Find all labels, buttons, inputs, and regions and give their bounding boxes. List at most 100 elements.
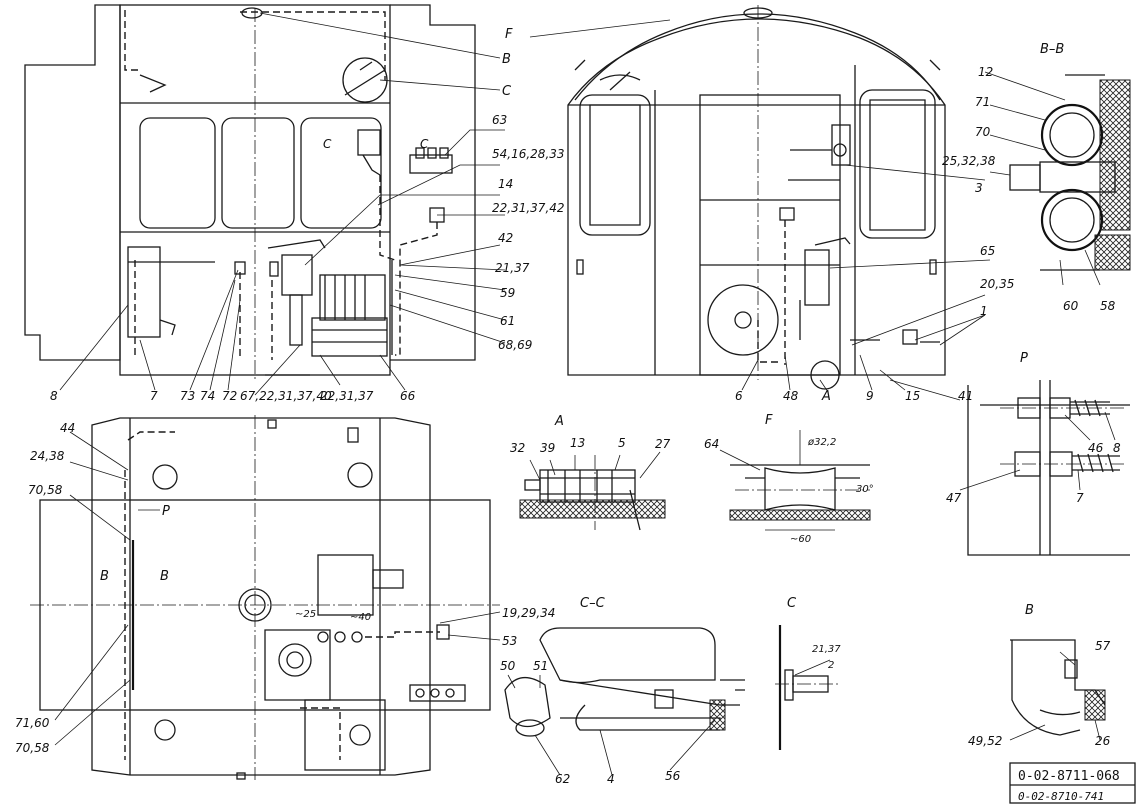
stamp-secondary: 0-02-8710-741	[1018, 790, 1104, 803]
detail-b	[1010, 639, 1106, 736]
view-cab-front	[567, 5, 946, 390]
label: 58	[1100, 299, 1116, 313]
view-floor-plan	[30, 415, 500, 780]
label: 73	[180, 389, 195, 403]
label: 25,32,38	[942, 154, 996, 168]
label: 57	[1095, 639, 1111, 653]
label: 1	[980, 304, 988, 318]
label: 65	[980, 244, 995, 258]
label: 26	[1095, 734, 1111, 748]
label: 67,22,31,37,40	[240, 389, 332, 403]
label: B	[1025, 603, 1034, 618]
label: C	[787, 596, 797, 611]
label: A	[821, 389, 831, 404]
labels-top-center: F 3 65 20,35 1 41 15 9 A 48 6	[505, 27, 1014, 404]
label: 13	[570, 436, 585, 450]
label: 32	[510, 441, 525, 455]
label: 74	[200, 389, 215, 403]
label: 6	[735, 389, 743, 403]
labels-view-p: P 46 8 47 7	[946, 351, 1121, 505]
dimension: 30°	[856, 484, 874, 495]
label: C	[502, 84, 512, 99]
label: 7	[1076, 491, 1084, 505]
label: 22,31,37	[320, 389, 374, 403]
label: 27	[655, 437, 671, 451]
label: 49,52	[968, 734, 1002, 748]
view-c	[775, 625, 840, 750]
stamp-box	[1009, 762, 1136, 804]
label: 4	[607, 772, 615, 786]
label: 59	[500, 286, 515, 300]
labels-detail-a: A 32 39 13 5 27	[510, 414, 671, 455]
label: B	[100, 569, 109, 584]
label: 62	[555, 772, 570, 786]
label: 44	[60, 421, 75, 435]
section-bb	[1009, 74, 1131, 271]
detail-f	[729, 430, 871, 531]
label: 70,58	[15, 741, 50, 755]
label: 8	[50, 389, 58, 403]
label: P	[162, 504, 170, 519]
labels-top-left: B C 63 54,16,28,33 14 22,31,37,42 42 21,…	[50, 52, 565, 403]
label: 2	[828, 660, 834, 671]
dimension: ~25	[295, 609, 316, 620]
label: 21,37	[495, 261, 530, 275]
dimension: ~40	[350, 612, 371, 623]
stamp-text: 0-02-8711-068 0-02-8710-741	[1018, 769, 1120, 803]
view-p	[967, 380, 1130, 556]
dimension: ø32,2	[807, 437, 836, 448]
label: 51	[533, 659, 548, 673]
label: 71	[975, 95, 990, 109]
label: 60	[1063, 299, 1079, 313]
labels-floor-plan: 44 24,38 70,58 P B B 19,29,34 53 71,60 7…	[15, 421, 555, 755]
labels-detail-b: B 57 49,52 26	[968, 603, 1111, 748]
label: 70	[975, 125, 991, 139]
label: P	[1020, 351, 1028, 366]
label: 41	[958, 389, 973, 403]
label: 72	[222, 389, 237, 403]
label: 54,16,28,33	[492, 147, 565, 161]
label: 39	[540, 441, 555, 455]
labels-section-bb: B–B 12 71 70 25,32,38 60 58	[942, 42, 1116, 313]
label: 3	[975, 181, 983, 195]
label: 8	[1113, 441, 1121, 455]
label: 9	[866, 389, 874, 403]
label: 19,29,34	[502, 606, 555, 620]
label: 15	[905, 389, 920, 403]
label: B	[160, 569, 169, 584]
label: 70,58	[28, 483, 63, 497]
detail-a	[519, 455, 666, 531]
section-mark: C	[323, 137, 332, 151]
label: 68,69	[498, 338, 532, 352]
label: 24,38	[30, 449, 65, 463]
label: 66	[400, 389, 416, 403]
label: 42	[498, 231, 513, 245]
label: F	[765, 413, 773, 428]
label: C–C	[580, 596, 606, 611]
label: 50	[500, 659, 516, 673]
label: 46	[1088, 441, 1104, 455]
labels-view-c: C 21,37 2	[787, 596, 841, 671]
label: B	[502, 52, 511, 67]
label: 14	[498, 177, 513, 191]
labels-detail-f: F 64 ø32,2 30° ~60	[704, 413, 874, 545]
label: B–B	[1040, 42, 1064, 57]
dimension: ~60	[790, 534, 811, 545]
label: 22,31,37,42	[492, 201, 565, 215]
label: 56	[665, 769, 681, 783]
label: 64	[704, 437, 719, 451]
label: 20,35	[980, 277, 1014, 291]
label: 12	[978, 65, 993, 79]
label: 53	[502, 634, 517, 648]
stamp-primary: 0-02-8711-068	[1018, 769, 1120, 784]
view-cab-rear	[24, 4, 476, 380]
label: 61	[500, 314, 515, 328]
label: 21,37	[812, 644, 841, 655]
section-mark: C	[420, 137, 429, 151]
label: 63	[492, 113, 507, 127]
label: 7	[150, 389, 158, 403]
leader-lines	[54, 12, 1116, 776]
label: 47	[946, 491, 962, 505]
labels-section-cc: C–C 50 51 62 4 56	[500, 596, 681, 786]
